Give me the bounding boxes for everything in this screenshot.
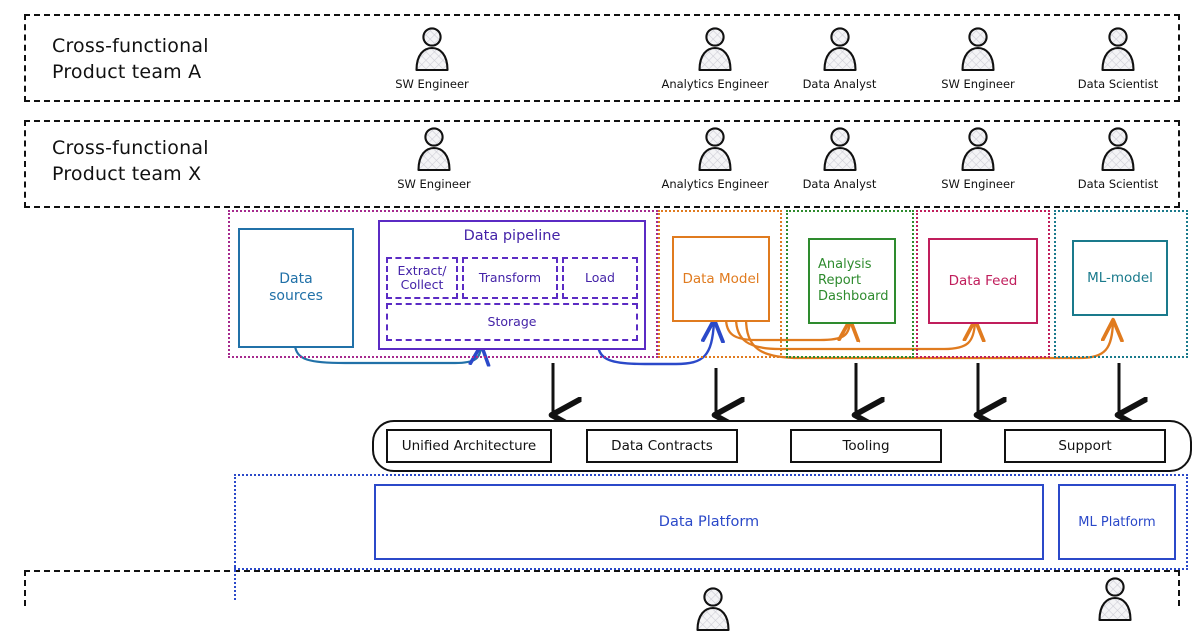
analysis-label: Analysis Report Dashboard [818, 257, 889, 304]
team-a-title: Cross-functional Product team A [52, 35, 209, 83]
pipeline-stage-extract-label: Extract/ Collect [397, 262, 447, 292]
capability-data-contracts-label: Data Contracts [611, 438, 713, 454]
arrow-sources-to-pipeline [293, 345, 481, 363]
person-icon [696, 587, 730, 632]
analysis-lane[interactable] [786, 210, 914, 358]
data-platform-box[interactable]: Data Platform [374, 484, 1044, 560]
bottom-member-0[interactable] [690, 586, 736, 636]
team-x-member-3-role: SW Engineer [941, 177, 1015, 191]
pipeline-stage-load-label: Load [585, 269, 615, 285]
person-icon [961, 127, 995, 172]
platform-divider [234, 566, 236, 600]
team-x-member-2[interactable]: Data Analyst [792, 126, 887, 191]
data-sources-label: Data sources [269, 270, 323, 304]
person-icon [698, 127, 732, 172]
person-icon [698, 27, 732, 72]
person-icon [822, 127, 857, 172]
bottom-team-row[interactable] [24, 570, 1180, 606]
team-x-member-1-role: Analytics Engineer [661, 177, 769, 191]
capability-unified-architecture[interactable]: Unified Architecture [386, 429, 552, 463]
capability-data-contracts[interactable]: Data Contracts [586, 429, 738, 463]
team-x-member-0[interactable]: SW Engineer [394, 126, 474, 191]
pipeline-stage-transform[interactable]: Transform [462, 257, 558, 299]
arrow-datamodel-to-mlmodel [744, 318, 1113, 360]
person-icon [1101, 27, 1135, 72]
ml-model-box[interactable]: ML-model [1072, 240, 1168, 316]
pipeline-stage-extract[interactable]: Extract/ Collect [386, 257, 458, 299]
arrow-datamodel-to-analysis [724, 318, 850, 340]
person-icon [417, 127, 451, 172]
team-a-member-0[interactable]: SW Engineer [392, 26, 472, 91]
data-sources-box[interactable]: Data sources [238, 228, 354, 348]
capability-tooling-label: Tooling [842, 438, 890, 454]
pipeline-stage-transform-label: Transform [478, 269, 542, 285]
ml-platform-box[interactable]: ML Platform [1058, 484, 1176, 560]
data-model-box[interactable]: Data Model [672, 236, 770, 322]
team-a-member-3[interactable]: SW Engineer [934, 26, 1022, 91]
data-model-lane[interactable] [658, 210, 782, 358]
team-a-member-4[interactable]: Data Scientist [1070, 26, 1166, 91]
team-a-member-2[interactable]: Data Analyst [792, 26, 887, 91]
data-feed-lane[interactable] [916, 210, 1050, 358]
person-icon [415, 27, 449, 72]
analysis-box[interactable]: Analysis Report Dashboard [808, 238, 896, 324]
person-icon [822, 27, 857, 72]
team-x-member-0-role: SW Engineer [397, 177, 471, 191]
data-model-label: Data Model [682, 270, 760, 287]
pipeline-stage-load[interactable]: Load [562, 257, 638, 299]
data-lane[interactable] [228, 210, 658, 358]
team-x-member-4[interactable]: Data Scientist [1070, 126, 1166, 191]
person-icon [1098, 577, 1132, 622]
diagram-canvas: Cross-functional Product team A SW Engin… [24, 14, 1192, 632]
team-a-member-1[interactable]: Analytics Engineer [660, 26, 770, 91]
team-a-member-0-role: SW Engineer [395, 77, 469, 91]
team-x-title: Cross-functional Product team X [52, 137, 209, 185]
data-feed-box[interactable]: Data Feed [928, 238, 1038, 324]
team-a-member-2-role: Data Analyst [802, 77, 877, 91]
capability-unified-architecture-label: Unified Architecture [401, 438, 537, 454]
bottom-member-1[interactable] [1092, 576, 1138, 626]
team-a-member-4-role: Data Scientist [1077, 77, 1159, 91]
pipeline-storage-label: Storage [487, 313, 537, 329]
ml-model-lane[interactable] [1054, 210, 1188, 358]
data-pipeline-label: Data pipeline [463, 228, 561, 244]
platform-lane [234, 474, 1188, 570]
team-x-member-4-role: Data Scientist [1077, 177, 1159, 191]
capability-tooling[interactable]: Tooling [790, 429, 942, 463]
team-x-member-3[interactable]: SW Engineer [934, 126, 1022, 191]
team-a-member-3-role: SW Engineer [941, 77, 1015, 91]
ml-platform-label: ML Platform [1078, 514, 1156, 530]
ml-model-label: ML-model [1087, 269, 1153, 286]
team-x-member-1[interactable]: Analytics Engineer [660, 126, 770, 191]
team-a-member-1-role: Analytics Engineer [661, 77, 769, 91]
team-x-member-2-role: Data Analyst [802, 177, 877, 191]
data-platform-label: Data Platform [658, 514, 760, 530]
capability-support-label: Support [1058, 438, 1112, 454]
pipeline-storage[interactable]: Storage [386, 303, 638, 341]
person-icon [961, 27, 995, 72]
capability-support[interactable]: Support [1004, 429, 1166, 463]
data-feed-label: Data Feed [948, 272, 1018, 289]
person-icon [1101, 127, 1135, 172]
